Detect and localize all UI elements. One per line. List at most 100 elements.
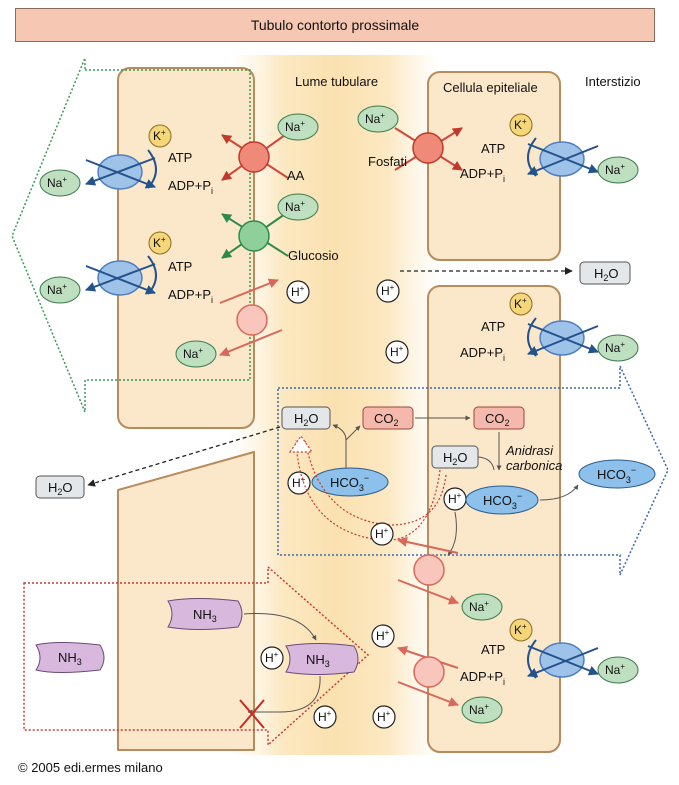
atp-right-2: ATP xyxy=(481,319,505,334)
enzyme-label-2: carbonica xyxy=(506,458,562,473)
atp-right-3: ATP xyxy=(481,642,505,657)
k-ion-right-1: K+ xyxy=(509,113,533,137)
svg-text:Na+: Na+ xyxy=(365,111,385,126)
aa-symporter xyxy=(221,134,289,181)
title-banner: Tubulo contorto prossimale xyxy=(15,8,655,42)
adp-right-3: ADP+Pi xyxy=(460,669,505,687)
red-dotted-arrow xyxy=(23,565,370,747)
svg-text:CO2: CO2 xyxy=(374,411,399,428)
svg-text:Na+: Na+ xyxy=(469,702,489,717)
svg-text:H+: H+ xyxy=(376,628,390,643)
na-ion-right-1: Na+ xyxy=(597,156,639,184)
h-ion-lumen-5: H+ xyxy=(313,705,337,729)
svg-text:H+: H+ xyxy=(265,650,279,665)
na-h-antiporter-right-1 xyxy=(397,537,459,605)
svg-text:NH3: NH3 xyxy=(58,650,82,667)
svg-text:K+: K+ xyxy=(153,128,166,143)
phosphate-symporter xyxy=(394,127,463,171)
svg-text:K+: K+ xyxy=(514,117,527,132)
svg-text:K+: K+ xyxy=(514,622,527,637)
hco3-lumen: HCO3− xyxy=(311,467,389,497)
svg-text:H2O: H2O xyxy=(294,411,319,428)
na-h-antiporter-left xyxy=(219,278,283,357)
k-ion-right-2: K+ xyxy=(509,292,533,316)
svg-text:Na+: Na+ xyxy=(47,282,67,297)
na-h-antiporter-right-2 xyxy=(397,646,459,707)
pump-atp-curve xyxy=(147,255,157,295)
svg-text:H2O: H2O xyxy=(594,266,619,283)
enzyme-label-1: Anidrasi xyxy=(505,443,554,458)
na-ion-right-2: Na+ xyxy=(597,334,639,362)
hco3-to-co2-branch xyxy=(345,425,361,441)
lumen-band xyxy=(230,55,440,755)
adp-right-1: ADP+Pi xyxy=(460,166,505,184)
h-ion-nh3: H+ xyxy=(260,646,284,670)
svg-text:Na+: Na+ xyxy=(469,599,489,614)
k-ion-left-2: K+ xyxy=(148,231,172,255)
green-dotted-arrow xyxy=(11,57,251,413)
adp-left-2: ADP+Pi xyxy=(168,287,213,305)
svg-text:NH3: NH3 xyxy=(306,652,330,669)
svg-text:Na+: Na+ xyxy=(605,340,625,355)
na-ion-phosphate: Na+ xyxy=(357,105,399,133)
svg-text:Na+: Na+ xyxy=(183,346,203,361)
label-lumen: Lume tubulare xyxy=(295,74,378,89)
left-pump-1 xyxy=(85,149,157,190)
k-ion-right-3: K+ xyxy=(509,618,533,642)
svg-text:K+: K+ xyxy=(153,235,166,250)
svg-text:H+: H+ xyxy=(292,475,306,490)
svg-text:HCO3−: HCO3− xyxy=(330,473,369,493)
atp-left-1: ATP xyxy=(168,150,192,165)
glucose-symporter xyxy=(221,213,289,259)
na-ion-antiporter-right-2: Na+ xyxy=(461,696,503,724)
h-ion-lumen-1: H+ xyxy=(376,279,400,303)
na-ion-left-2: Na+ xyxy=(39,276,81,304)
na-ion-right-3: Na+ xyxy=(597,656,639,684)
svg-text:H2O: H2O xyxy=(48,480,73,497)
blocked-x-icon xyxy=(239,699,265,729)
h-recycle-arc-inner xyxy=(304,439,447,526)
svg-text:HCO3−: HCO3− xyxy=(483,491,522,511)
label-phosphates: Fosfati xyxy=(368,154,407,169)
title-text: Tubulo contorto prossimale xyxy=(250,17,420,33)
k-ion-left-1: K+ xyxy=(148,124,172,148)
h2o-dashed-arrow-left xyxy=(87,426,281,487)
svg-text:Na+: Na+ xyxy=(285,199,305,214)
svg-text:H+: H+ xyxy=(291,284,305,299)
svg-text:H+: H+ xyxy=(448,491,462,506)
left-pump-2 xyxy=(85,255,157,296)
atp-right-1: ATP xyxy=(481,141,505,156)
na-ion-left-1: Na+ xyxy=(39,169,81,197)
h-ion-lumen-6: H+ xyxy=(372,705,396,729)
svg-text:HCO3−: HCO3− xyxy=(597,465,636,485)
pump-arrow-k xyxy=(85,265,156,295)
nh3-interstitium: NH3 xyxy=(35,642,105,673)
left-cell-top xyxy=(117,67,255,429)
h2o-box-left: H2O xyxy=(35,475,85,499)
svg-text:CO2: CO2 xyxy=(485,411,510,428)
h-cell-down-arrow xyxy=(447,511,457,556)
h2o-box-cell: H2O xyxy=(431,445,479,469)
hco3-cell: HCO3− xyxy=(465,485,539,515)
h-ion-left: H+ xyxy=(286,280,310,304)
svg-text:K+: K+ xyxy=(514,296,527,311)
h-ion-exchange: H+ xyxy=(370,522,394,546)
adp-right-2: ADP+Pi xyxy=(460,345,505,363)
svg-text:Na+: Na+ xyxy=(47,175,67,190)
co2-box-cell: CO2 xyxy=(473,406,525,430)
svg-text:H+: H+ xyxy=(381,283,395,298)
svg-text:Na+: Na+ xyxy=(285,119,305,134)
h-ion-cell: H+ xyxy=(443,487,467,511)
pump-arrow-na xyxy=(85,263,156,292)
h-ion-lumen-3: H+ xyxy=(287,471,311,495)
hco3-interstitium: HCO3− xyxy=(578,459,656,489)
svg-text:Na+: Na+ xyxy=(605,162,625,177)
atp-left-2: ATP xyxy=(168,259,192,274)
na-ion-antiporter-right-1: Na+ xyxy=(461,593,503,621)
pump-arrow-k xyxy=(85,159,156,189)
right-pump-1 xyxy=(527,137,599,177)
svg-text:H+: H+ xyxy=(375,526,389,541)
svg-text:H+: H+ xyxy=(318,709,332,724)
svg-text:H2O: H2O xyxy=(443,450,468,467)
